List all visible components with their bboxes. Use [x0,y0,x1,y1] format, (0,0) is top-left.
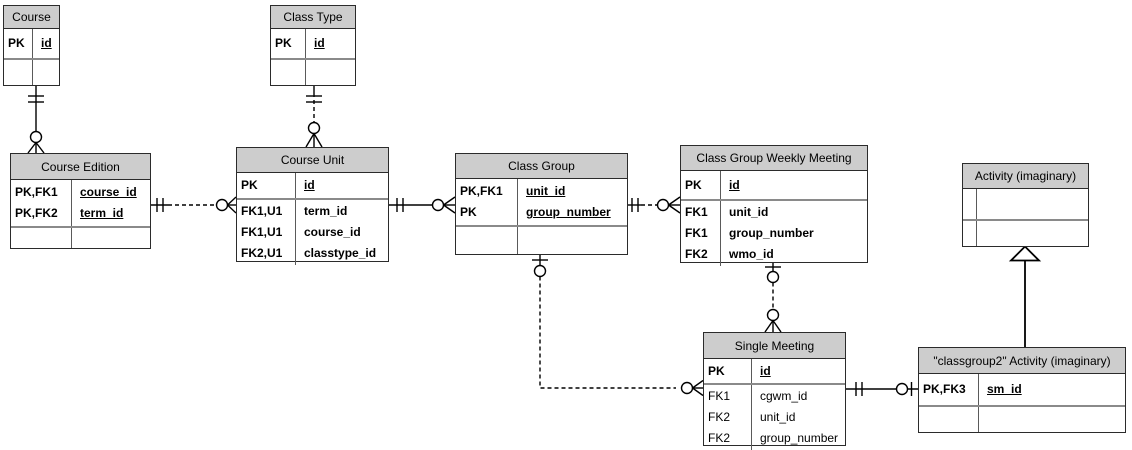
key-label: FK1,U1 [241,204,283,218]
attribute-id: id [304,178,315,192]
key-label: FK2 [708,431,731,445]
entity-class-type: Class Type PK id [270,5,356,86]
entity-classgroup2-activity: "classgroup2" Activity (imaginary) PK,FK… [918,347,1126,433]
key-label: PK,FK2 [15,206,58,220]
rel-course-unit-to-class-group [388,196,456,214]
entity-single-meeting-fk-section: FK1 FK2 FK2 cgwm_id unit_id group_number [704,383,845,450]
entity-course-title: Course [4,6,59,29]
attribute-course-id: course_id [80,185,137,199]
entity-class-group: Class Group PK,FK1 PK unit_id group_numb… [455,153,628,255]
entity-class-group-empty-section [456,225,627,254]
entity-classgroup2-activity-title: "classgroup2" Activity (imaginary) [919,348,1125,374]
attribute-unit-id: unit_id [526,184,566,198]
key-label: PK [685,177,702,192]
entity-classgroup2-pk-section: PK,FK3 sm_id [919,374,1125,405]
entity-class-type-pk-section: PK id [271,29,355,58]
key-label: PK [708,363,725,378]
key-label: FK2,U1 [241,246,283,260]
entity-course-edition-pk-section: PK,FK1 PK,FK2 course_id term_id [11,180,150,226]
attribute-term-id: term_id [304,204,348,218]
entity-single-meeting-pk-section: PK id [704,359,845,383]
rel-cgwm-to-single-meeting [764,263,782,333]
rel-class-group-to-cgwm [627,196,681,214]
key-label: FK1,U1 [241,225,283,239]
rel-course-to-course-edition [27,85,45,154]
entity-activity-empty-section-1 [963,189,1088,219]
key-label: PK,FK1 [460,184,503,198]
entity-course-edition-title: Course Edition [11,154,150,180]
attribute-id: id [314,36,325,50]
key-label: FK2 [708,410,731,424]
attribute-classtype-id: classtype_id [304,246,377,260]
entity-course: Course PK id [3,5,60,86]
entity-course-edition: Course Edition PK,FK1 PK,FK2 course_id t… [10,153,151,249]
key-label: FK1 [685,205,708,219]
attribute-cgwm-id: cgwm_id [760,389,808,403]
entity-cgwm-pk-section: PK id [681,171,867,199]
entity-class-type-title: Class Type [271,6,355,29]
entity-course-edition-empty-section [11,226,150,248]
attribute-group-number: group_number [526,205,611,219]
attribute-term-id: term_id [80,206,124,220]
entity-course-unit-title: Course Unit [237,148,388,173]
rel-classgroup2-inherits-activity [1008,245,1042,347]
rel-single-meeting-to-classgroup2-activity [845,382,918,396]
rel-classtype-to-course-unit [305,85,323,148]
attribute-unit-id: unit_id [760,410,796,424]
entity-course-pk-section: PK id [4,29,59,58]
key-label: PK [241,178,258,192]
entity-class-group-weekly-meeting: Class Group Weekly Meeting PK id FK1 FK1… [680,145,868,266]
entity-class-type-empty-section [271,58,355,85]
attribute-group-number: group_number [760,431,839,445]
entity-course-empty-section [4,58,59,85]
key-label: PK [275,36,292,50]
entity-single-meeting: Single Meeting PK id FK1 FK2 FK2 cgwm_id… [703,332,846,450]
entity-classgroup2-empty-section [919,405,1125,432]
key-label: FK2 [685,247,708,261]
entity-class-group-pk-section: PK,FK1 PK unit_id group_number [456,179,627,225]
entity-single-meeting-title: Single Meeting [704,333,845,359]
attribute-course-id: course_id [304,225,361,239]
rel-class-group-to-single-meeting [532,255,704,397]
key-label: PK [8,36,25,50]
attribute-id: id [729,177,740,192]
entity-cgwm-fk-section: FK1 FK1 FK2 unit_id group_number wmo_id [681,199,867,266]
entity-cgwm-title: Class Group Weekly Meeting [681,146,867,171]
key-label: FK1 [708,389,731,403]
entity-activity-imaginary: Activity (imaginary) [962,163,1089,247]
entity-activity-title: Activity (imaginary) [963,164,1088,189]
key-label: PK [460,205,477,219]
entity-class-group-title: Class Group [456,154,627,179]
key-label: PK,FK3 [923,382,966,396]
attribute-wmo-id: wmo_id [729,247,774,261]
entity-course-unit-fk-section: FK1,U1 FK1,U1 FK2,U1 term_id course_id c… [237,198,388,265]
entity-course-unit: Course Unit PK id FK1,U1 FK1,U1 FK2,U1 t… [236,147,389,265]
entity-activity-empty-section-2 [963,219,1088,246]
entity-course-unit-pk-section: PK id [237,173,388,198]
rel-course-edition-to-course-unit [150,196,237,214]
attribute-sm-id: sm_id [987,382,1022,396]
attribute-group-number: group_number [729,226,814,240]
key-label: FK1 [685,226,708,240]
key-label: PK,FK1 [15,185,58,199]
attribute-id: id [41,36,52,50]
attribute-unit-id: unit_id [729,205,769,219]
attribute-id: id [760,363,771,378]
